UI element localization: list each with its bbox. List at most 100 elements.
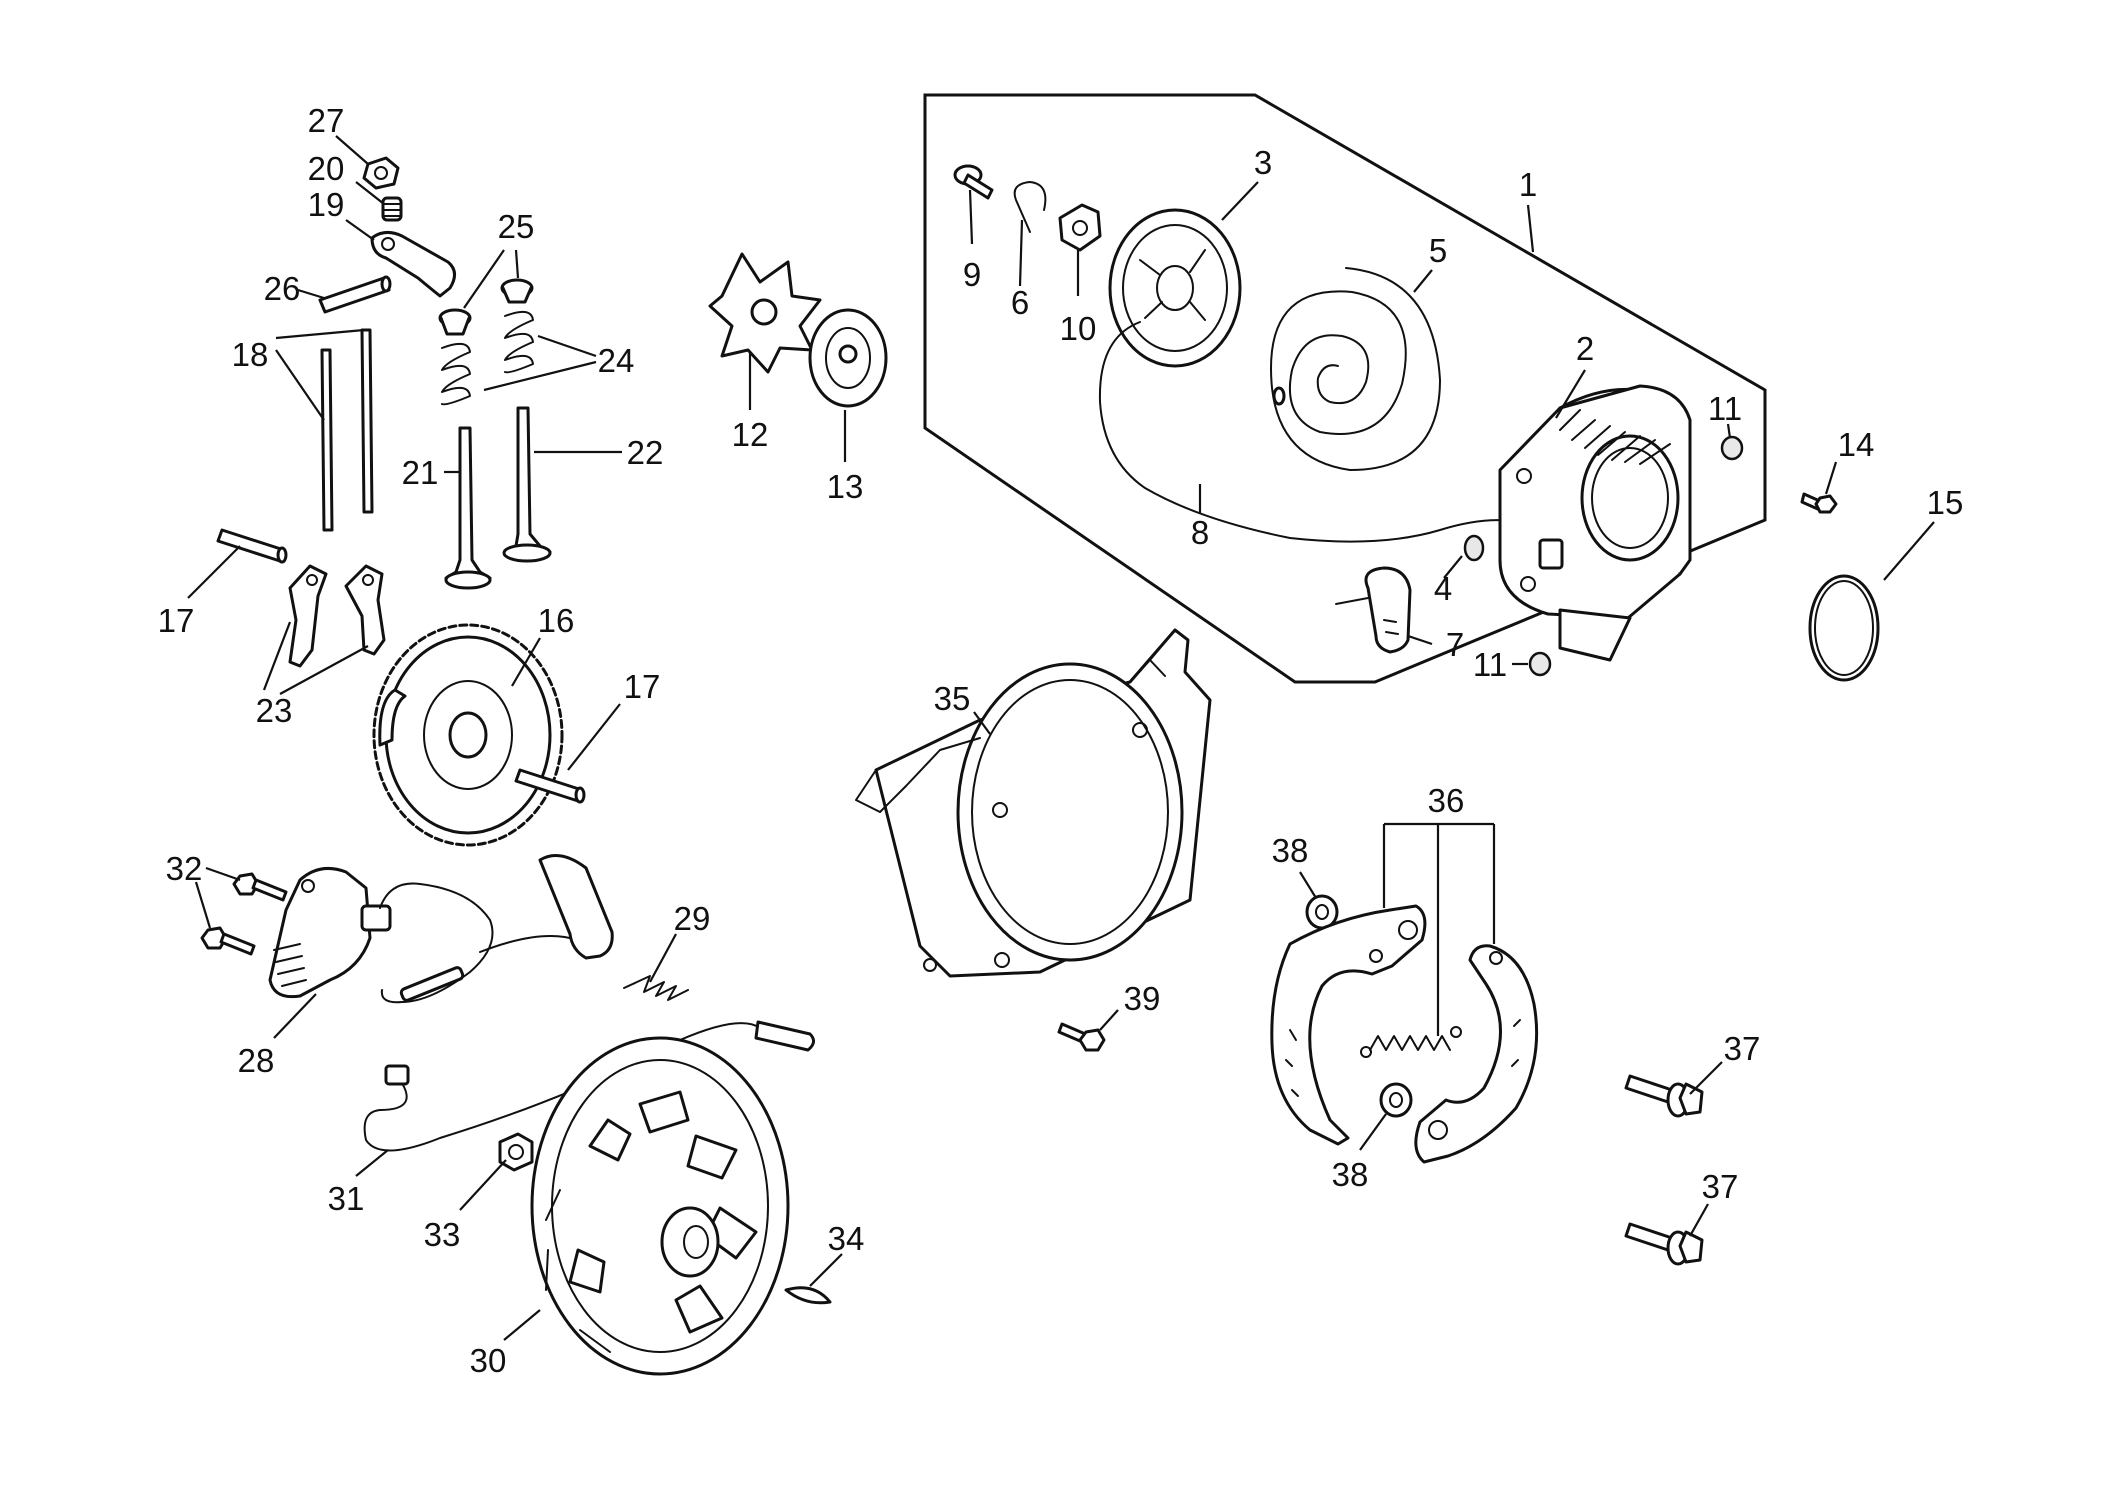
leader-11-upper <box>1726 423 1732 439</box>
callout-20: 20 <box>308 150 345 187</box>
leader-3 <box>1221 181 1259 221</box>
collar-11-lower <box>1528 651 1552 677</box>
leader-25b <box>514 249 520 279</box>
flywheel-30 <box>530 1036 790 1376</box>
spiral-spring-5 <box>1270 267 1441 471</box>
spring-retainers-25 <box>438 278 534 336</box>
callout-21: 21 <box>402 454 439 491</box>
callout-11-upper: 11 <box>1708 390 1742 427</box>
valve-springs-24 <box>441 310 534 406</box>
cam-followers-23 <box>288 564 386 668</box>
leader-20 <box>355 181 385 205</box>
callout-37-upper: 37 <box>1724 1030 1761 1067</box>
callout-28: 28 <box>238 1042 275 1079</box>
rocker-shaft-26 <box>318 275 392 314</box>
nut-27 <box>362 156 400 190</box>
valve-21 <box>444 426 492 590</box>
leader-34 <box>809 1253 843 1287</box>
wire-31 <box>363 1020 815 1152</box>
callout-17-upper: 17 <box>158 602 195 639</box>
callout-3: 3 <box>1254 144 1272 181</box>
ht-lead <box>379 854 614 1004</box>
callout-2: 2 <box>1576 330 1594 367</box>
leader-37-lower <box>1689 1203 1709 1237</box>
callout-29: 29 <box>674 900 711 937</box>
callout-19: 19 <box>308 186 345 223</box>
leader-18a <box>275 328 365 340</box>
leader-7 <box>1407 634 1433 646</box>
washer-38-lower <box>1379 1082 1413 1118</box>
leader-23a <box>262 621 292 691</box>
leader-31 <box>355 1149 389 1177</box>
leader-25a <box>463 249 505 309</box>
callout-11-lower: 11 <box>1473 646 1507 683</box>
leader-38-lower <box>1359 1113 1387 1151</box>
leader-lines <box>187 135 1935 1341</box>
bolts-32 <box>200 872 288 956</box>
starter-housing-2 <box>1498 384 1692 662</box>
impeller-12 <box>708 252 822 374</box>
leader-16 <box>511 637 541 687</box>
callout-39: 39 <box>1124 980 1161 1017</box>
callout-38-lower: 38 <box>1332 1156 1369 1193</box>
valve-22 <box>502 406 552 563</box>
leader-24a <box>483 360 597 392</box>
pulley-13 <box>808 308 888 408</box>
ratchet-10 <box>1058 203 1102 252</box>
callout-22: 22 <box>627 434 664 471</box>
callout-35: 35 <box>934 680 971 717</box>
callout-34: 34 <box>828 1220 865 1257</box>
collar-4 <box>1463 534 1485 562</box>
starter-rope-8 <box>1098 321 1527 543</box>
pin-17-lower <box>514 768 586 804</box>
bolt-37-upper <box>1624 1074 1704 1118</box>
leader-18b <box>275 349 325 421</box>
cam-gear-16 <box>372 623 564 847</box>
screw-39 <box>1057 1022 1106 1052</box>
callout-32: 32 <box>166 850 203 887</box>
leader-5 <box>1413 269 1433 293</box>
callout-30: 30 <box>470 1342 507 1379</box>
callout-7: 7 <box>1446 626 1464 663</box>
clutch-shoes-36 <box>1270 904 1539 1164</box>
leader-1 <box>1526 204 1535 253</box>
callout-12: 12 <box>732 416 769 453</box>
callout-1: 1 <box>1519 166 1537 203</box>
collar-11-upper <box>1720 435 1744 461</box>
callout-27: 27 <box>308 102 345 139</box>
fan-housing-35 <box>855 628 1212 978</box>
callout-15: 15 <box>1927 484 1964 521</box>
callout-13: 13 <box>827 468 864 505</box>
callout-6: 6 <box>1011 284 1029 321</box>
leader-24b <box>537 334 597 358</box>
callout-25: 25 <box>498 208 535 245</box>
key-34 <box>784 1286 832 1305</box>
leader-29 <box>649 933 677 983</box>
leader-39 <box>1099 1009 1119 1031</box>
callout-4: 4 <box>1434 570 1452 607</box>
screw-14 <box>1800 492 1838 514</box>
leader-38-upper <box>1299 871 1317 899</box>
spring-29 <box>623 975 689 1001</box>
callout-37-lower: 37 <box>1702 1168 1739 1205</box>
leader-33 <box>459 1159 507 1211</box>
callout-18: 18 <box>232 336 269 373</box>
bolt-37-lower <box>1624 1222 1704 1266</box>
o-ring-15 <box>1808 574 1880 682</box>
leader-32b <box>194 881 212 929</box>
reel-3 <box>1108 208 1242 368</box>
leader-30 <box>503 1309 541 1341</box>
callout-14: 14 <box>1838 426 1875 463</box>
leader-23b <box>279 645 369 695</box>
callout-24: 24 <box>598 342 635 379</box>
leader-4 <box>1443 555 1463 579</box>
leader-27 <box>335 135 369 165</box>
screw-9 <box>953 164 994 200</box>
callout-36: 36 <box>1428 782 1465 819</box>
callout-23: 23 <box>256 692 293 729</box>
leader-17-lower <box>567 703 621 771</box>
leader-6 <box>1018 219 1024 287</box>
adjust-screw-20 <box>381 196 403 222</box>
callout-labels: 1 2 3 4 5 6 7 8 9 10 11 11 12 13 14 15 1… <box>158 102 1964 1379</box>
